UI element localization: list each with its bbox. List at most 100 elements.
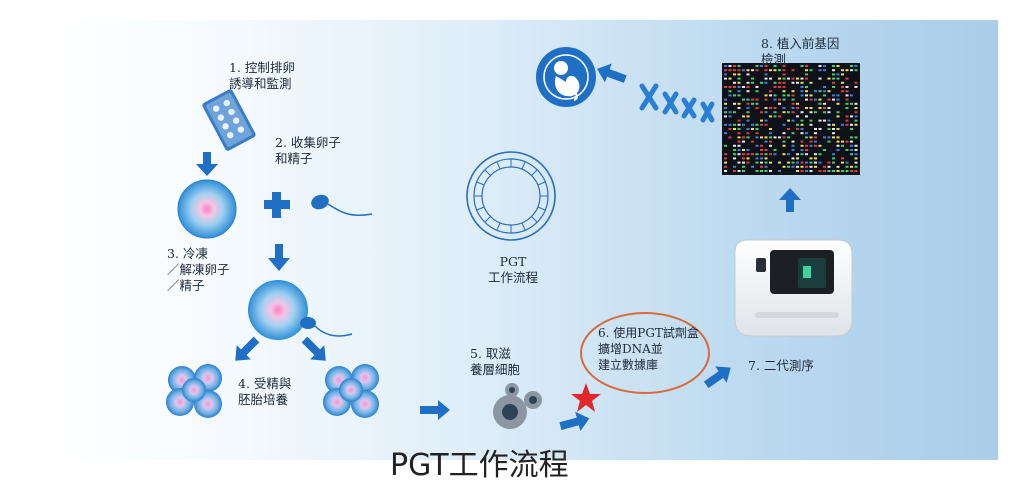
- arrow-pill-to-egg: [196, 152, 218, 176]
- sequence-dot: [827, 136, 831, 139]
- sequence-dot: [805, 144, 808, 147]
- sequence-dot: [827, 165, 831, 168]
- sequence-dot: [760, 123, 763, 126]
- sequence-dot: [805, 94, 808, 97]
- sequence-dot: [755, 123, 759, 126]
- sequence-dot: [850, 144, 853, 147]
- sequence-dot: [836, 111, 840, 114]
- sequence-dot: [764, 136, 768, 139]
- arrow-to-sequencer: [703, 366, 731, 389]
- sequence-dot: [845, 107, 849, 109]
- sequence-dot: [796, 123, 799, 126]
- sequence-dot: [782, 86, 786, 88]
- sequence-dot: [724, 157, 727, 160]
- sequence-dot: [778, 136, 781, 139]
- sequence-dot: [782, 94, 786, 97]
- sequence-dot: [760, 119, 763, 122]
- sequence-dot: [737, 153, 741, 156]
- sequence-dot: [742, 98, 745, 101]
- sequence-dot: [737, 123, 741, 126]
- sequence-dot: [773, 81, 777, 84]
- sequence-dot: [751, 102, 754, 105]
- sequence-dot: [751, 69, 754, 72]
- sequence-dot: [742, 140, 745, 143]
- sequence-dot: [800, 140, 804, 143]
- sequence-dot: [769, 140, 772, 143]
- sequence-dot: [791, 144, 795, 147]
- sequence-dot: [845, 123, 849, 126]
- egg-cell-icon: [177, 179, 237, 239]
- sequence-dot: [827, 128, 831, 130]
- sequence-dot: [782, 98, 786, 101]
- sequence-dot: [724, 115, 727, 118]
- sequence-dot: [769, 170, 772, 172]
- sequence-dot: [782, 140, 786, 143]
- sequence-dot: [791, 77, 795, 80]
- sequence-dot: [805, 69, 808, 72]
- sequence-dot: [746, 161, 750, 164]
- sequence-dot: [769, 115, 772, 118]
- sequence-dot: [724, 86, 727, 88]
- sequence-dot: [827, 107, 831, 109]
- sequence-dot: [773, 111, 777, 114]
- sequence-dot: [791, 81, 795, 84]
- sequence-dot: [737, 73, 741, 76]
- sequence-dot: [805, 136, 808, 139]
- sequence-dot: [737, 94, 741, 97]
- sequence-dot: [850, 102, 853, 105]
- sequence-dot: [800, 65, 804, 67]
- sequence-dot: [755, 128, 759, 130]
- sequence-dot: [814, 136, 817, 139]
- sequence-dot: [791, 69, 795, 72]
- sequence-dot: [760, 149, 763, 151]
- sequence-dot: [778, 115, 781, 118]
- sequence-dot: [746, 81, 750, 84]
- sequence-dot: [773, 94, 777, 97]
- sequence-dot: [850, 170, 853, 172]
- sequence-dot: [737, 170, 741, 172]
- sequence-dot: [746, 90, 750, 93]
- sequence-dot: [764, 161, 768, 164]
- sequence-dot: [823, 149, 826, 151]
- sequence-dot: [841, 81, 844, 84]
- sequence-dot: [800, 94, 804, 97]
- center-label: PGT 工作流程: [488, 254, 539, 285]
- sequence-dot: [737, 144, 741, 147]
- sequence-dot: [841, 90, 844, 93]
- sequence-dot: [787, 111, 790, 114]
- sequence-dot: [818, 98, 822, 101]
- sequence-dot: [742, 161, 745, 164]
- sequence-dot: [769, 153, 772, 156]
- sequence-dot: [742, 123, 745, 126]
- sequence-dot: [809, 165, 813, 168]
- sequence-dot: [814, 144, 817, 147]
- arrow-to-kit: [559, 411, 590, 432]
- sequence-dot: [832, 136, 835, 139]
- sequence-dot: [746, 69, 750, 72]
- sequence-dot: [764, 140, 768, 143]
- sequence-dot: [805, 65, 808, 67]
- sequence-dot: [845, 94, 849, 97]
- sequence-dot: [764, 77, 768, 80]
- sequence-dot: [854, 119, 858, 122]
- sequence-dot: [769, 90, 772, 93]
- sequence-dot: [850, 69, 853, 72]
- sperm-icon: [311, 194, 373, 216]
- sequence-dot: [854, 144, 858, 147]
- sequence-dot: [796, 165, 799, 168]
- sequence-dot: [791, 94, 795, 97]
- sequence-dot: [845, 161, 849, 164]
- sequence-dot: [850, 136, 853, 139]
- sequence-dot: [733, 157, 736, 160]
- sequence-dot: [809, 140, 813, 143]
- sequence-dot: [836, 140, 840, 143]
- sequence-dot: [791, 149, 795, 151]
- sequence-dot: [724, 98, 727, 101]
- sequence-dot: [746, 136, 750, 139]
- sequence-dot: [832, 94, 835, 97]
- sequence-dot: [805, 98, 808, 101]
- sequence-dot: [814, 140, 817, 143]
- sequence-dot: [805, 165, 808, 168]
- step-4-label: 4. 受精與 胚胎培養: [238, 376, 292, 407]
